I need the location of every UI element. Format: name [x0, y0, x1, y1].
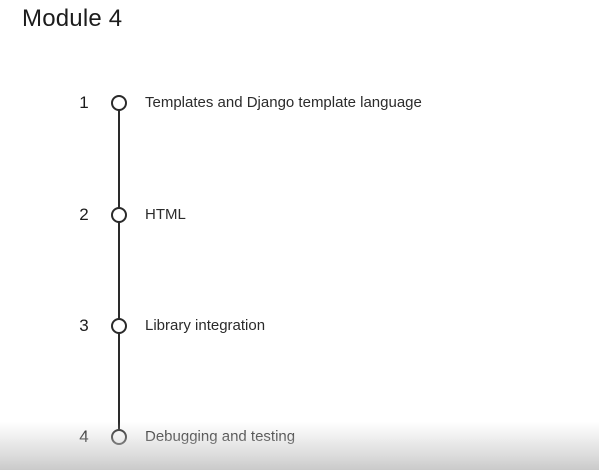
module-title: Module 4 [22, 5, 123, 32]
timeline-node-icon [111, 207, 127, 223]
timeline-line [118, 103, 120, 437]
step-number: 1 [79, 93, 89, 112]
timeline-node-icon [111, 95, 127, 111]
step-number: 4 [79, 427, 89, 446]
timeline-step-4: 4 Debugging and testing [0, 425, 599, 449]
timeline-step-2: 2 HTML [0, 203, 599, 227]
timeline-node-icon [111, 318, 127, 334]
step-label: Debugging and testing [145, 428, 296, 445]
step-label: Library integration [145, 317, 266, 334]
timeline-node-icon [111, 429, 127, 445]
step-label: Templates and Django template language [145, 94, 422, 111]
step-label: HTML [145, 206, 186, 223]
step-number: 2 [79, 205, 89, 224]
timeline-step-1: 1 Templates and Django template language [0, 91, 599, 115]
timeline-step-3: 3 Library integration [0, 314, 599, 338]
step-number: 3 [79, 316, 89, 335]
